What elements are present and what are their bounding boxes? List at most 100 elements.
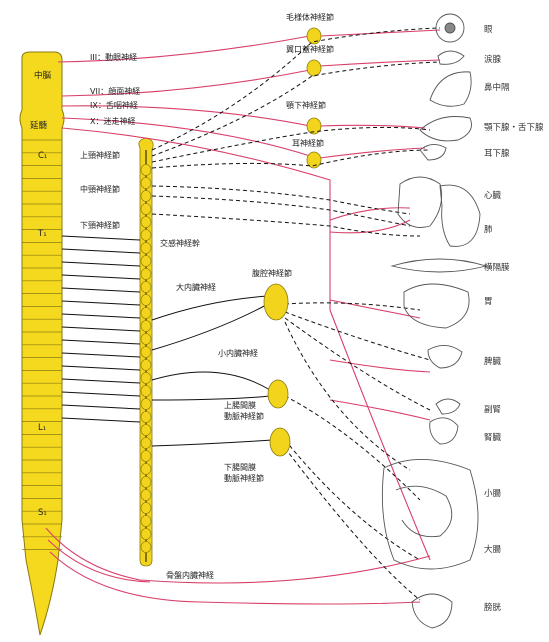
spinal-segment-lines — [22, 139, 62, 550]
kidney-label: 腎臓 — [484, 432, 502, 443]
chain-ganglion — [140, 190, 152, 202]
parasympathetic-cranial-nerves — [57, 29, 441, 561]
salivary-label: 顎下腺・舌下腺 — [484, 122, 544, 133]
chain-ganglion — [140, 307, 152, 319]
chain-ganglion — [140, 385, 152, 397]
chain-ganglion — [140, 437, 152, 449]
medulla-label: 延髄 — [30, 120, 48, 131]
preganglionic-fiber — [61, 339, 141, 345]
chain-ganglion — [140, 177, 152, 189]
chain-ganglion — [140, 489, 152, 501]
lacrimal-gland-illustration — [437, 50, 465, 65]
chain-ganglion — [140, 528, 152, 540]
lesser-splanchnic-nerve-label: 小内臓神経 — [218, 348, 258, 358]
chain-ganglion — [140, 216, 152, 228]
ciliary-ganglion-label: 毛様体神経節 — [286, 12, 334, 22]
glossopharyngeal-nerve-label: IX：舌咽神経 — [90, 100, 138, 110]
small-intestine-label: 小腸 — [484, 488, 502, 499]
pelvic-splanchnic-nerve-label: 骨盤内臓神経 — [166, 570, 214, 580]
chain-ganglion — [140, 411, 152, 423]
preganglionic-fiber — [61, 313, 141, 319]
heart-label: 心臓 — [484, 190, 502, 201]
chain-ganglion — [140, 281, 152, 293]
diaphragm-illustration — [390, 258, 488, 273]
spleen-illustration — [427, 345, 463, 369]
t1-label: T₁ — [37, 229, 47, 239]
organ-illustrations — [381, 13, 488, 629]
preganglionic-fiber — [61, 287, 141, 293]
midbrain-label: 中脳 — [34, 70, 52, 81]
celiac-ganglion-label: 腹腔神経節 — [252, 268, 292, 278]
vagus-nerve-label: X：迷走神経 — [90, 116, 135, 126]
chain-ganglion — [140, 359, 152, 371]
large-intestine-label: 大腸 — [484, 544, 502, 555]
eye-illustration — [435, 13, 465, 43]
prevertebral-ganglia — [263, 283, 291, 457]
stomach-label: 胃 — [484, 297, 493, 307]
chain-ganglion — [140, 294, 152, 306]
chain-ganglion — [140, 424, 152, 436]
superior-mesenteric-ganglion-label: 上腸間膜動脈神経節 — [224, 400, 264, 421]
lacrimal-label: 涙腺 — [484, 54, 502, 65]
chain-ganglion — [140, 346, 152, 358]
preganglionic-fiber — [61, 326, 141, 332]
chain-ganglion — [140, 541, 152, 553]
sympathetic-postganglionic-fibers — [151, 27, 441, 601]
facial-nerve-label: VII：顔面神経 — [90, 86, 140, 96]
chain-ganglion — [140, 476, 152, 488]
chain-ganglion — [140, 229, 152, 241]
splanchnic-nerves — [151, 295, 273, 447]
kidney-illustration — [429, 417, 459, 445]
l1-label: L₁ — [38, 423, 46, 433]
stomach-illustration — [403, 283, 470, 329]
organ-labels: 眼 涙腺 鼻中隔 顎下腺・舌下腺 耳下腺 心臓 肺 横隔膜 胃 脾臓 副腎 腎臓… — [484, 25, 544, 613]
inferior-mesenteric-ganglion — [269, 427, 291, 457]
middle-cervical-ganglion-label: 中頸神経節 — [80, 184, 120, 194]
parotid-illustration — [419, 144, 447, 161]
nasal-label: 鼻中隔 — [484, 82, 510, 93]
adrenal-label: 副腎 — [484, 404, 502, 415]
superior-cervical-ganglion-label: 上頸神経節 — [80, 150, 120, 160]
preganglionic-fiber — [61, 391, 141, 397]
otic-ganglion-label: 耳神経節 — [292, 138, 324, 148]
inferior-cervical-ganglion-label: 下頸神経節 — [80, 220, 120, 230]
submandibular-ganglion-label: 顎下神経節 — [286, 100, 326, 110]
preganglionic-fiber — [61, 352, 141, 358]
cranial-ganglia — [306, 27, 322, 169]
bladder-illustration — [411, 593, 453, 629]
heart-lung-illustration — [397, 176, 481, 247]
submandibular-ganglion — [306, 117, 322, 135]
chain-ganglion — [140, 515, 152, 527]
bladder-label: 膀胱 — [484, 602, 502, 613]
oculomotor-nerve-label: III：動眼神経 — [90, 52, 137, 62]
chain-ganglion — [140, 463, 152, 475]
nasal-illustration — [429, 71, 472, 107]
lung-label: 肺 — [484, 225, 493, 235]
chain-ganglion — [140, 398, 152, 410]
chain-ganglion — [140, 255, 152, 267]
preganglionic-fiber — [61, 261, 141, 267]
spinal-cord: 中脳 延髄 C₁ T₁ L₁ S₁ — [19, 51, 65, 636]
otic-ganglion — [306, 151, 322, 169]
chain-ganglion — [140, 242, 152, 254]
pterygopalatine-ganglion — [306, 59, 322, 77]
spleen-label: 脾臓 — [484, 356, 502, 367]
greater-splanchnic-nerve-label: 大内臓神経 — [176, 282, 216, 292]
inferior-mesenteric-ganglion-label: 下腸間膜動脈神経節 — [224, 462, 264, 483]
intestine-illustration — [381, 459, 479, 570]
sympathetic-trunk — [138, 137, 154, 567]
sympathetic-preganglionic-fibers — [61, 235, 141, 423]
parotid-label: 耳下腺 — [484, 148, 510, 159]
chain-ganglion — [140, 268, 152, 280]
preganglionic-fiber — [61, 235, 141, 241]
chain-ganglion — [140, 164, 152, 176]
chain-ganglion — [140, 450, 152, 462]
preganglionic-fiber — [61, 248, 141, 254]
salivary-gland-illustration — [419, 116, 472, 142]
sympathetic-trunk-label: 交感神経幹 — [160, 238, 200, 248]
chain-ganglion — [140, 372, 152, 384]
preganglionic-fiber — [61, 274, 141, 280]
adrenal-illustration — [435, 398, 461, 415]
preganglionic-fiber — [61, 365, 141, 371]
